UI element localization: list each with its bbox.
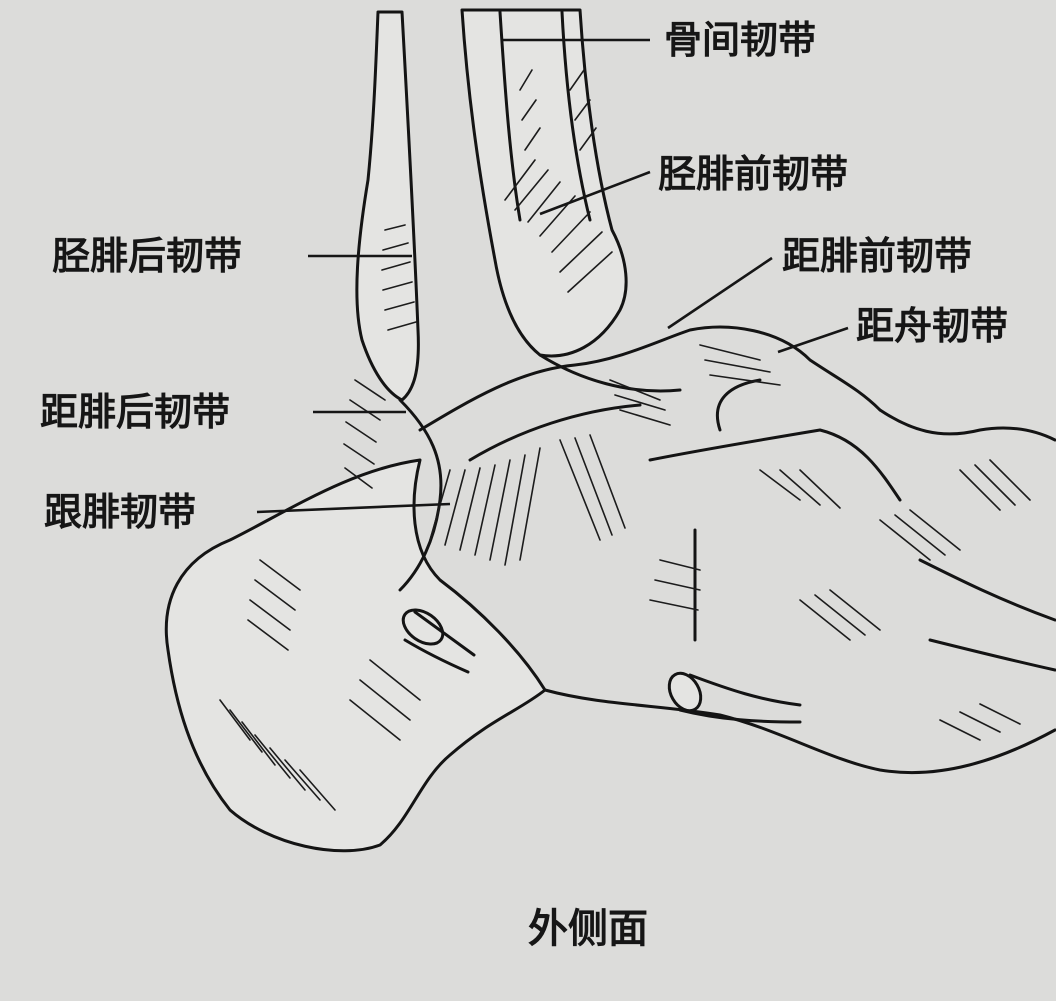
midfoot-upper-outline: [880, 410, 1055, 440]
label-posterior-tibiofibular-ligament: 胫腓后韧带: [52, 234, 242, 278]
label-talonavicular-ligament: 距舟韧带: [856, 304, 1008, 348]
peroneal-tendon-stub-right: [663, 668, 800, 722]
fibula-bone: [357, 12, 419, 400]
calcaneus-bone: [166, 460, 545, 851]
leader-talonavicular: [778, 328, 848, 352]
ligament-band-upper: [540, 355, 680, 391]
cuboid-outline: [650, 430, 900, 500]
navicular-outline: [717, 380, 760, 430]
talus-outline: [420, 327, 880, 430]
label-anterior-tibiofibular-ligament: 胫腓前韧带: [658, 152, 848, 196]
figure-caption: 外侧面: [528, 906, 648, 952]
ligament-band-middle: [470, 405, 640, 460]
metatarsal-shaft-outline: [930, 640, 1055, 670]
metatarsal-base-outline: [920, 560, 1055, 620]
midfoot-lower-outline: [545, 690, 1055, 773]
label-calcaneofibular-ligament: 跟腓韧带: [44, 490, 196, 534]
leader-anterior-talofibular: [668, 258, 772, 328]
tibia-bone: [462, 10, 626, 356]
label-anterior-talofibular-ligament: 距腓前韧带: [782, 234, 972, 278]
label-posterior-talofibular-ligament: 距腓后韧带: [40, 390, 230, 434]
label-interosseous-ligament: 骨间韧带: [664, 18, 816, 62]
